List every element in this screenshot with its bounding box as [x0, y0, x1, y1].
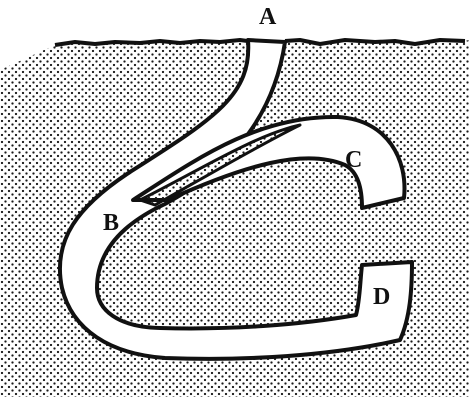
label-d: D: [373, 284, 390, 310]
label-c: C: [345, 147, 362, 173]
label-b: B: [103, 210, 119, 236]
label-a: A: [259, 4, 277, 30]
